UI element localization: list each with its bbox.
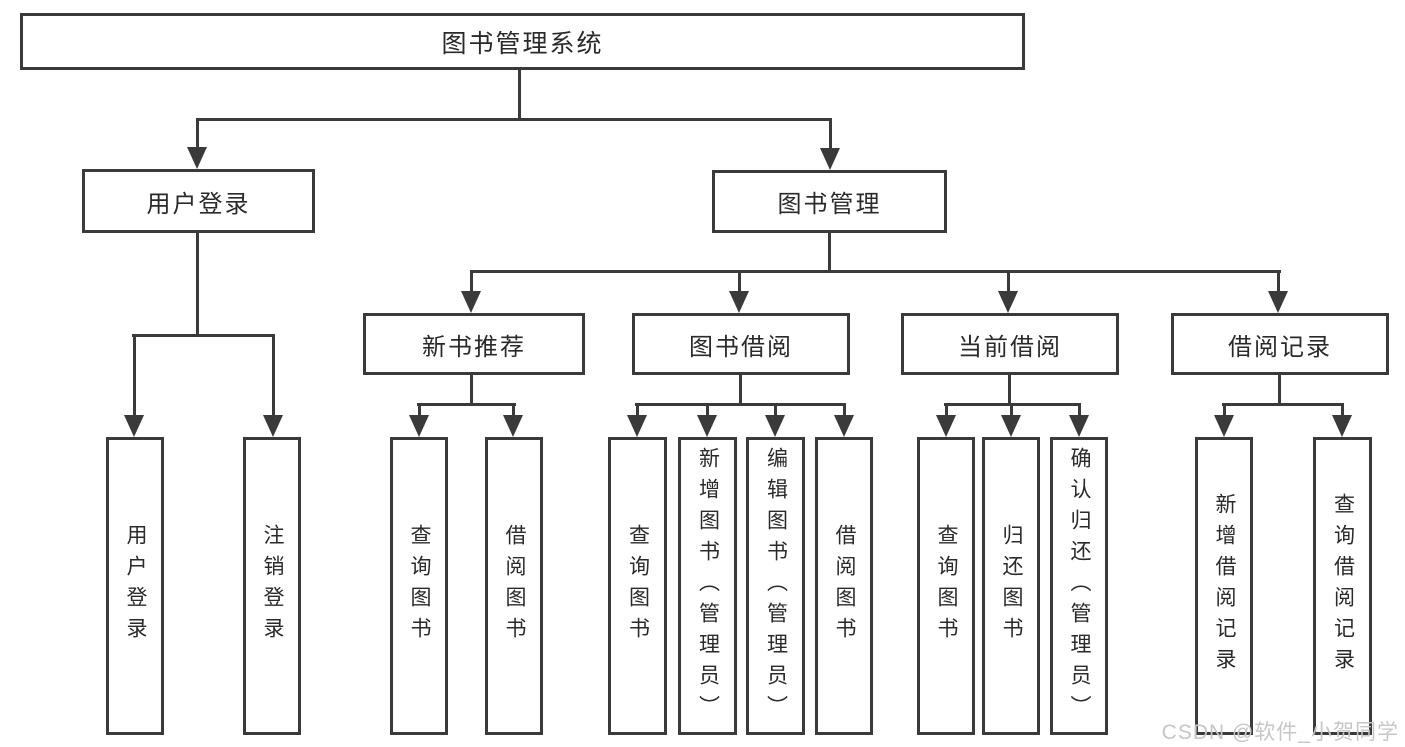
leaf-user-login: 用户登录 <box>106 437 164 735</box>
connector-level2-rail <box>196 118 832 121</box>
node-user-login-label: 用户登录 <box>146 190 251 218</box>
connector-stem-nbr-borrow <box>512 405 515 417</box>
arrowhead-br-add <box>1214 415 1234 437</box>
connector-stem-bb-borrow <box>843 405 846 417</box>
arrowhead-bb-add <box>697 415 717 437</box>
connector-stem-bb-edit <box>774 405 777 417</box>
connector-br-trunk <box>1278 375 1281 405</box>
arrowhead-nbr-query <box>409 415 429 437</box>
node-book-management: 图书管理 <box>712 170 947 233</box>
leaf-nbr-borrow-books-label: 借阅图书 <box>503 524 526 648</box>
node-current-borrow: 当前借阅 <box>901 313 1119 375</box>
connector-stem-book-management <box>829 120 832 149</box>
connector-cb-trunk <box>1008 375 1011 405</box>
node-borrow-records: 借阅记录 <box>1171 313 1389 375</box>
leaf-cb-query-books-label: 查询图书 <box>935 524 958 648</box>
leaf-br-add-record-label: 新增借阅记录 <box>1213 493 1236 679</box>
arrowhead-current-borrow <box>998 291 1018 313</box>
connector-bb-rail <box>635 403 846 406</box>
arrowhead-book-borrow <box>729 291 749 313</box>
connector-br-rail <box>1222 403 1344 406</box>
connector-stem-current-borrow <box>1007 272 1010 292</box>
leaf-bb-borrow-books-label: 借阅图书 <box>833 524 856 648</box>
leaf-bb-add-books-admin: 新增图书（管理员） <box>678 437 737 735</box>
leaf-bb-edit-books-admin-label: 编辑图书（管理员） <box>764 446 788 726</box>
leaf-cb-return-books: 归还图书 <box>982 437 1040 735</box>
arrowhead-bb-edit <box>765 415 785 437</box>
node-root-label: 图书管理系统 <box>441 29 604 58</box>
arrowhead-borrow-records <box>1268 291 1288 313</box>
leaf-br-query-record-label: 查询借阅记录 <box>1331 493 1355 679</box>
connector-bb-trunk <box>739 375 742 405</box>
connector-stem-leaf-logout <box>272 336 275 416</box>
node-book-management-label: 图书管理 <box>777 191 882 218</box>
arrowhead-br-query <box>1332 415 1352 437</box>
leaf-bb-add-books-admin-label: 新增图书（管理员） <box>696 446 720 726</box>
leaf-nbr-query-books-label: 查询图书 <box>408 524 431 648</box>
leaf-nbr-query-books: 查询图书 <box>390 437 448 735</box>
connector-stem-nbr-query <box>418 405 421 417</box>
node-current-borrow-label: 当前借阅 <box>958 333 1062 361</box>
arrowhead-cb-confirm <box>1069 415 1089 437</box>
arrowhead-cb-return <box>1001 415 1021 437</box>
connector-stem-book-borrow <box>738 272 741 292</box>
leaf-cb-confirm-return-admin: 确认归还（管理员） <box>1050 437 1108 735</box>
node-book-borrow-label: 图书借阅 <box>689 333 793 361</box>
leaf-cb-query-books: 查询图书 <box>917 437 975 735</box>
node-new-book-recommend: 新书推荐 <box>363 313 585 375</box>
leaf-logout-label: 注销登录 <box>261 524 284 648</box>
leaf-bb-edit-books-admin: 编辑图书（管理员） <box>746 437 805 735</box>
connector-stem-bb-add <box>706 405 709 417</box>
node-new-book-recommend-label: 新书推荐 <box>422 333 526 361</box>
arrowhead-bb-query <box>627 415 647 437</box>
connector-nbr-trunk <box>470 375 473 405</box>
connector-stem-borrow-records <box>1277 272 1280 292</box>
node-borrow-records-label: 借阅记录 <box>1228 333 1332 361</box>
connector-user-login-rail <box>132 334 275 337</box>
leaf-bb-query-books: 查询图书 <box>608 437 667 735</box>
leaf-cb-return-books-label: 归还图书 <box>1000 524 1023 648</box>
connector-stem-br-add <box>1223 405 1226 417</box>
node-user-login: 用户登录 <box>82 169 315 233</box>
arrowhead-book-management <box>820 148 840 170</box>
leaf-cb-confirm-return-admin-label: 确认归还（管理员） <box>1068 446 1091 726</box>
arrowhead-cb-query <box>936 415 956 437</box>
connector-stem-cb-return <box>1010 405 1013 417</box>
node-root: 图书管理系统 <box>20 13 1025 70</box>
leaf-logout: 注销登录 <box>243 437 301 735</box>
connector-root-trunk <box>518 70 521 120</box>
connector-stem-user-login <box>196 120 199 148</box>
arrowhead-leaf-login <box>124 415 144 437</box>
leaf-bb-borrow-books: 借阅图书 <box>815 437 873 735</box>
leaf-br-query-record: 查询借阅记录 <box>1313 437 1372 735</box>
connector-stem-new-book-recommend <box>470 272 473 292</box>
connector-user-login-trunk <box>196 233 199 336</box>
connector-stem-cb-query <box>945 405 948 417</box>
leaf-user-login-label: 用户登录 <box>124 524 147 648</box>
arrowhead-leaf-logout <box>263 415 283 437</box>
arrowhead-user-login <box>187 147 207 169</box>
arrowhead-new-book-recommend <box>461 291 481 313</box>
connector-stem-br-query <box>1341 405 1344 417</box>
leaf-br-add-record: 新增借阅记录 <box>1195 437 1253 735</box>
leaf-nbr-borrow-books: 借阅图书 <box>485 437 543 735</box>
connector-level3-rail <box>470 270 1281 273</box>
connector-stem-bb-query <box>636 405 639 417</box>
csdn-watermark: CSDN @软件_小贺同学 <box>1161 721 1399 744</box>
connector-stem-leaf-login <box>133 336 136 416</box>
leaf-bb-query-books-label: 查询图书 <box>626 524 650 648</box>
connector-book-management-trunk <box>828 233 831 272</box>
connector-cb-rail <box>944 403 1081 406</box>
arrowhead-nbr-borrow <box>503 415 523 437</box>
connector-nbr-rail <box>417 403 516 406</box>
node-book-borrow: 图书借阅 <box>632 313 850 375</box>
connector-stem-cb-confirm <box>1078 405 1081 417</box>
arrowhead-bb-borrow <box>834 415 854 437</box>
